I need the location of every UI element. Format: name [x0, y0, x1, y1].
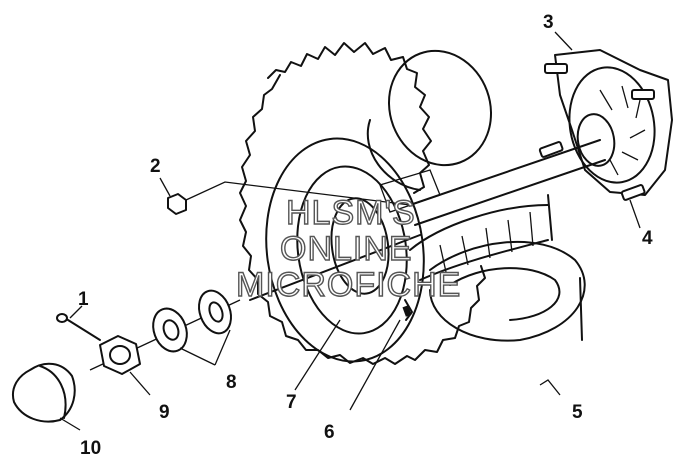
watermark-line2: ONLINE	[280, 230, 413, 268]
leader-lines	[59, 31, 641, 431]
hub-center	[576, 113, 616, 167]
callout-6: 6	[324, 422, 335, 443]
tire-right-edge	[579, 277, 583, 341]
hub-cap-body	[12, 362, 76, 423]
hub-cap	[12, 362, 76, 423]
hub-face	[568, 66, 656, 184]
callout-2: 2	[150, 156, 161, 177]
rim-barrel-ribs	[409, 194, 553, 281]
watermark-line1: HLSM'S	[286, 194, 416, 232]
watermark-line3: MICROFICHE	[236, 266, 461, 304]
hub-ribs	[599, 85, 646, 176]
washers	[152, 289, 232, 353]
callout-7: 7	[286, 392, 297, 413]
rim-inner	[296, 165, 408, 335]
callout-8: 8	[226, 372, 237, 393]
castle-nut	[99, 335, 141, 375]
callout-5: 5	[572, 402, 583, 423]
tire-sidewall-upper	[387, 49, 493, 167]
rim-outer	[265, 137, 425, 363]
axle	[249, 139, 606, 301]
lug-nut	[167, 181, 411, 215]
hub	[538, 49, 673, 201]
callout-9: 9	[159, 402, 170, 423]
wheel-rim	[265, 137, 553, 363]
callout-4: 4	[642, 228, 653, 249]
tire-lower-inner	[449, 267, 561, 321]
tire	[239, 42, 586, 365]
valve-stem	[404, 299, 413, 321]
tire-tread-outline	[239, 42, 486, 365]
callout-1: 1	[78, 289, 89, 310]
callout-10: 10	[80, 438, 101, 459]
valve-stem-body	[402, 305, 412, 317]
cotter-pin	[56, 313, 101, 341]
tire-lower-sidewall	[429, 240, 586, 342]
hub-studs	[538, 63, 655, 201]
callout-3: 3	[543, 12, 554, 33]
tire-sidewall-curve	[366, 119, 421, 191]
watermark: HLSM'S ONLINE MICROFICHE	[235, 193, 461, 304]
callouts: 1 2 3 4 5 6 7 8 9 10	[78, 12, 653, 459]
